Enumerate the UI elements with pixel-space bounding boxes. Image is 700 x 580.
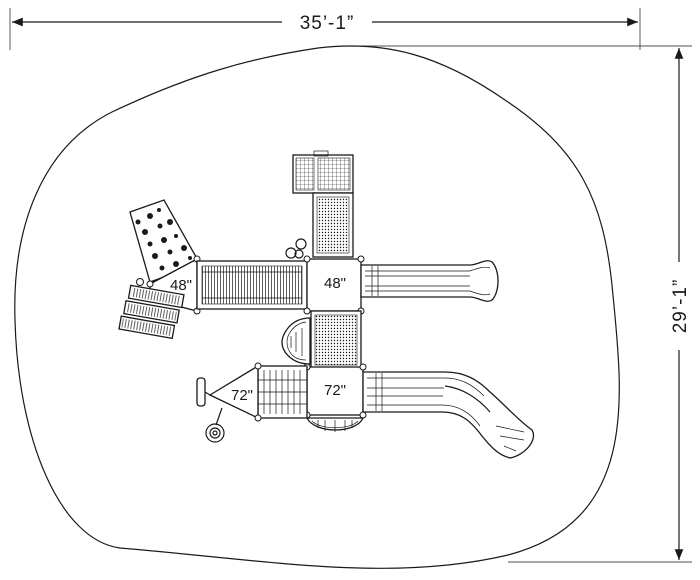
lower-bridge: [257, 365, 308, 419]
spinner-wheel: [205, 407, 225, 443]
upper-slide: [360, 260, 499, 302]
tower-climber: [312, 192, 354, 258]
height-dimension: 29’-1”: [340, 45, 692, 563]
width-dimension: 35’-1”: [9, 8, 641, 50]
rock-wall: [129, 199, 201, 283]
deck-center-upper: 48": [303, 255, 365, 315]
deck-center-lower-height: 72": [324, 382, 346, 399]
tower-roof: [292, 150, 354, 194]
deck-lower-left-height: 72": [231, 387, 253, 404]
center-panel: [310, 310, 362, 370]
ring-handles: [285, 238, 307, 259]
deck-center-upper-height: 48": [324, 275, 346, 292]
lower-slide: [362, 371, 535, 459]
deck-center-lower: 72": [303, 363, 367, 419]
steering-panel: [196, 377, 211, 407]
deck-upper-left-height: 48": [170, 277, 192, 294]
height-dimension-label: 29’-1”: [670, 279, 691, 334]
upper-bridge: [196, 260, 308, 310]
deck-lower-left: 72": [208, 362, 262, 422]
width-dimension-label: 35’-1”: [300, 13, 355, 34]
step-stack: [118, 278, 185, 340]
use-zone-boundary: [14, 45, 620, 569]
bubble-panel: [281, 317, 311, 365]
lower-canopy: [305, 417, 364, 432]
